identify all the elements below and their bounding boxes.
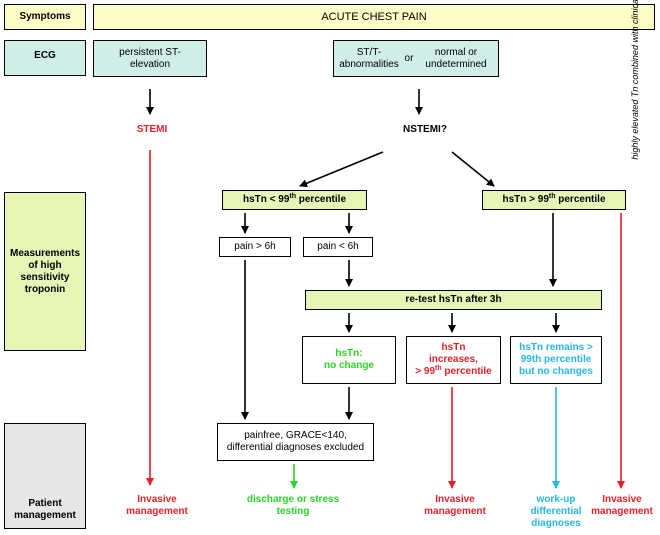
ecg-or-text: or (404, 52, 414, 64)
no-change-title: hsTn: (335, 348, 363, 359)
acute-chest-pain-header: ACUTE CHEST PAIN (93, 4, 655, 30)
retest-text: re-test hsTn after 3h (405, 294, 502, 305)
stemi-label: STEMI (136, 124, 168, 135)
header-title-text: ACUTE CHEST PAIN (321, 11, 427, 23)
hstn-above-sup: th (548, 193, 556, 200)
increases-suffix: percentile (441, 366, 492, 377)
pain-under-text: pain < 6h (317, 241, 359, 252)
arrow-nstemi-to-below (299, 151, 384, 188)
ecg-abnormal-or-normal: ST/T-abnormalities or normal or undeterm… (333, 40, 499, 77)
increases-line1: hsTn (441, 342, 466, 353)
symptoms-label: Symptoms (4, 4, 86, 30)
ecg-persistent-st-elevation: persistent ST-elevation (93, 40, 207, 77)
invasive-management-elevated: Invasive management (591, 494, 653, 517)
retest-hstn-box: re-test hsTn after 3h (305, 290, 602, 310)
increases-line3-prefix: > 99 (415, 366, 436, 377)
hstn-below-99th-box: hsTn < 99th percentile (222, 190, 367, 210)
painfree-grace-box: painfree, GRACE<140, differential diagno… (217, 423, 374, 461)
measurements-label: Measurements of high sensitivity troponi… (4, 192, 86, 351)
symptoms-label-text: Symptoms (19, 11, 71, 22)
hstn-above-99th-box: hsTn > 99th percentile (482, 190, 626, 210)
ecg-persistent-text: persistent ST-elevation (119, 46, 181, 70)
hstn-below-prefix: hsTn < 99 (242, 194, 290, 205)
hstn-above-suffix: percentile (555, 194, 606, 205)
hstn-no-change-box: hsTn: no change (302, 336, 396, 384)
hstn-above-prefix: hsTn > 99 (502, 194, 549, 205)
discharge-stress-testing-label: discharge or stress testing (246, 494, 340, 517)
no-change-text: no change (323, 360, 374, 371)
invasive-management-stemi: Invasive management (126, 494, 188, 517)
hstn-below-sup: th (289, 193, 296, 200)
increases-line2: increases, (429, 354, 478, 365)
ecg-label: ECG (4, 40, 86, 76)
pain-under-6h-box: pain < 6h (303, 237, 373, 257)
hstn-above-text: hsTn > 99th percentile (502, 193, 606, 206)
pain-over-text: pain > 6h (234, 241, 276, 252)
ecg-label-text: ECG (34, 50, 56, 61)
ecg-normal-text: normal or undetermined (425, 46, 487, 70)
arrow-nstemi-to-above (451, 151, 495, 187)
ecg-st-t-text: ST/T-abnormalities (339, 46, 399, 70)
nstemi-label: NSTEMI? (403, 124, 447, 135)
increases-line3: > 99th percentile (415, 365, 492, 378)
measurements-label-text: Measurements of high sensitivity troponi… (9, 247, 81, 295)
hstn-remains-box: hsTn remains > 99th percentile but no ch… (510, 336, 602, 384)
patient-management-label-text: Patient management (14, 498, 76, 521)
remains-text: hsTn remains > 99th percentile but no ch… (519, 342, 593, 377)
workup-differential-label: work-up differential diagnoses (530, 494, 582, 529)
invasive-management-increase: Invasive management (424, 494, 486, 517)
painfree-text: painfree, GRACE<140, differential diagno… (226, 430, 365, 453)
hstn-below-text: hsTn < 99th percentile (242, 193, 347, 206)
pain-over-6h-box: pain > 6h (219, 237, 291, 257)
hstn-increases-box: hsTn increases, > 99th percentile (406, 336, 501, 384)
hstn-below-suffix: percentile (295, 194, 347, 205)
patient-management-label: Patient management (4, 423, 86, 529)
increases-sup: th (435, 365, 442, 372)
